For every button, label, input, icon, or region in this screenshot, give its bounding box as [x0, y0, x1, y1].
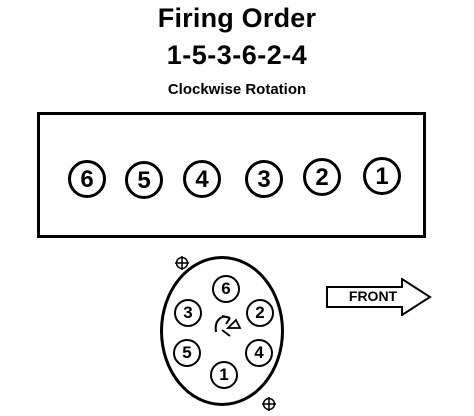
distributor-terminal-2: 2 [246, 299, 274, 327]
plus-circle-icon [262, 397, 276, 411]
distributor-terminal-6: 6 [212, 275, 240, 303]
cylinder-6: 6 [68, 160, 106, 198]
distributor-cap [160, 256, 284, 406]
distributor-terminal-1: 1 [210, 361, 238, 389]
cylinder-3: 3 [245, 160, 283, 198]
firing-order: 1-5-3-6-2-4 [166, 40, 308, 70]
right-arrow-icon [326, 278, 432, 316]
distributor-terminal-3: 3 [174, 299, 202, 327]
cylinder-2: 2 [303, 158, 341, 196]
cylinder-5: 5 [125, 161, 163, 199]
engine-block [37, 112, 426, 238]
distributor-terminal-4: 4 [245, 339, 273, 367]
cylinder-1: 1 [363, 157, 401, 195]
cylinder-4: 4 [183, 160, 221, 198]
diagram-title: Firing Order [157, 3, 317, 33]
clockwise-arrow-icon [214, 315, 242, 337]
plus-circle-icon [175, 256, 189, 270]
rotation-direction: Clockwise Rotation [167, 81, 307, 98]
front-label: FRONT [348, 288, 398, 304]
distributor-terminal-5: 5 [173, 339, 201, 367]
